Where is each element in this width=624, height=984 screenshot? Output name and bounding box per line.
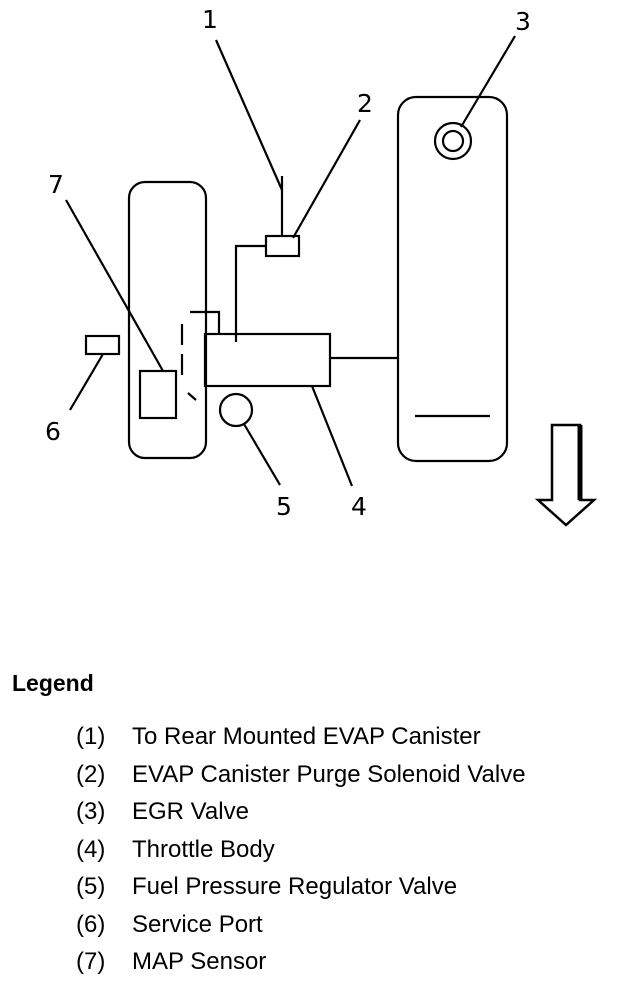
legend-item: (4) Throttle Body (76, 831, 526, 869)
throttle-vacuum-line (190, 310, 221, 334)
callout-7: 7 (48, 170, 64, 199)
purge-vacuum-line (234, 244, 266, 342)
legend-item-label: Fuel Pressure Regulator Valve (132, 873, 458, 900)
legend-item-number: (3) (76, 798, 106, 825)
right-manifold-outline (396, 95, 509, 463)
legend-item-label: Throttle Body (132, 835, 275, 863)
legend-item: (7) MAP Sensor (76, 943, 526, 981)
legend-list: (1) To Rear Mounted EVAP Canister (2) EVAP… (76, 718, 526, 981)
leader-line-7 (65, 199, 164, 372)
callout-3: 3 (515, 7, 531, 36)
callout-1: 1 (202, 5, 218, 34)
legend-item: (1) To Rear Mounted EVAP Canister (76, 718, 526, 756)
service-port (84, 334, 121, 356)
purge-solenoid (264, 234, 301, 258)
leader-line-3 (460, 35, 516, 128)
leader-line-5 (243, 423, 281, 486)
leader-line-4 (310, 385, 354, 487)
legend-item: (2) EVAP Canister Purge Solenoid Valve (76, 756, 526, 794)
legend-item-label: EGR Valve (132, 798, 249, 825)
dashed-line-segment-3 (187, 392, 197, 401)
legend-title: Legend (12, 670, 94, 696)
legend-item-number: (2) (76, 760, 106, 788)
fuel-pressure-regulator (218, 392, 254, 428)
throttle-body (203, 332, 332, 388)
legend-item: (3) EGR Valve (76, 793, 526, 831)
legend-item: (6) Service Port (76, 906, 526, 944)
legend-item-number: (4) (76, 835, 106, 863)
egr-valve (433, 121, 473, 161)
legend-item-label: Service Port (132, 910, 263, 938)
callout-5: 5 (276, 492, 292, 521)
legend-item-number: (7) (76, 948, 106, 975)
leader-line-1 (214, 39, 284, 191)
legend-item: (5) Fuel Pressure Regulator Valve (76, 868, 526, 906)
map-sensor (138, 369, 178, 420)
arrow-down-icon (534, 423, 598, 527)
legend-item-number: (5) (76, 873, 106, 900)
callout-4: 4 (351, 492, 367, 521)
legend-item-label: To Rear Mounted EVAP Canister (132, 723, 481, 750)
callout-2: 2 (357, 89, 373, 118)
component-location-diagram: 1 2 3 4 5 6 7 (45, 5, 598, 527)
leader-line-2 (292, 119, 361, 239)
legend-item-number: (6) (76, 910, 106, 938)
callout-6: 6 (45, 417, 61, 446)
legend-item-label: EVAP Canister Purge Solenoid Valve (132, 760, 526, 788)
egr-valve-inner (441, 129, 465, 153)
left-manifold-outline (127, 180, 208, 460)
legend-item-number: (1) (76, 723, 106, 750)
leader-line-6 (69, 353, 104, 411)
legend-item-label: MAP Sensor (132, 948, 267, 975)
